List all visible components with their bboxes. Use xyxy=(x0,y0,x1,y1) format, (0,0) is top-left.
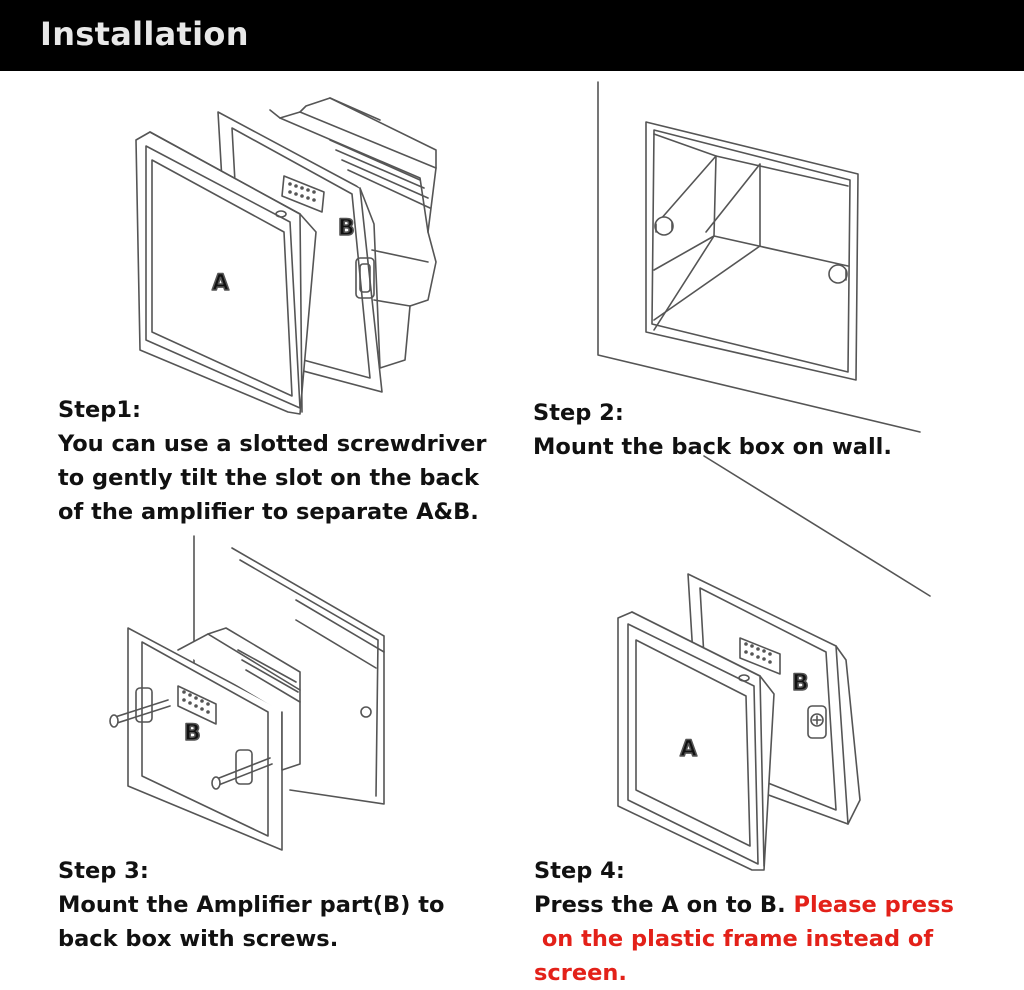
step1-instructions: Step1: You can use a slotted screwdriver… xyxy=(58,393,487,529)
fig4-label-a: A xyxy=(680,737,697,762)
header-bar: Installation xyxy=(0,0,1024,71)
fig1-label-a: A xyxy=(212,271,229,296)
step4-instruction-text: Press the A on to B. xyxy=(534,892,794,918)
step4-line: Press the A on to B. Please press xyxy=(534,888,954,922)
step1-line: You can use a slotted screwdriver xyxy=(58,431,487,457)
step2-title: Step 2: xyxy=(533,400,624,426)
step4-warning-line: on the plastic frame instead of xyxy=(534,926,934,952)
step4-warning-line: screen. xyxy=(534,960,627,986)
figure-step3 xyxy=(109,535,385,851)
step3-instructions: Step 3: Mount the Amplifier part(B) to b… xyxy=(58,854,445,956)
step1-line: of the amplifier to separate A&B. xyxy=(58,499,479,525)
step4-warning-text: Please press xyxy=(793,892,954,918)
step1-title: Step1: xyxy=(58,397,141,423)
step3-line: back box with screws. xyxy=(58,926,339,952)
step4-title: Step 4: xyxy=(534,858,625,884)
page-title: Installation xyxy=(40,15,249,53)
fig3-label-b: B xyxy=(184,721,201,746)
figure-step1 xyxy=(135,97,437,415)
step3-line: Mount the Amplifier part(B) to xyxy=(58,892,445,918)
figure-step2 xyxy=(597,81,931,597)
fig4-label-b: B xyxy=(792,671,809,696)
step2-line: Mount the back box on wall. xyxy=(533,434,892,460)
fig1-label-b: B xyxy=(338,216,355,241)
step3-title: Step 3: xyxy=(58,858,149,884)
figure-step4 xyxy=(617,573,861,871)
step4-instructions: Step 4: Press the A on to B. Please pres… xyxy=(534,854,954,990)
step2-instructions: Step 2: Mount the back box on wall. xyxy=(533,396,892,464)
step1-line: to gently tilt the slot on the back xyxy=(58,465,479,491)
